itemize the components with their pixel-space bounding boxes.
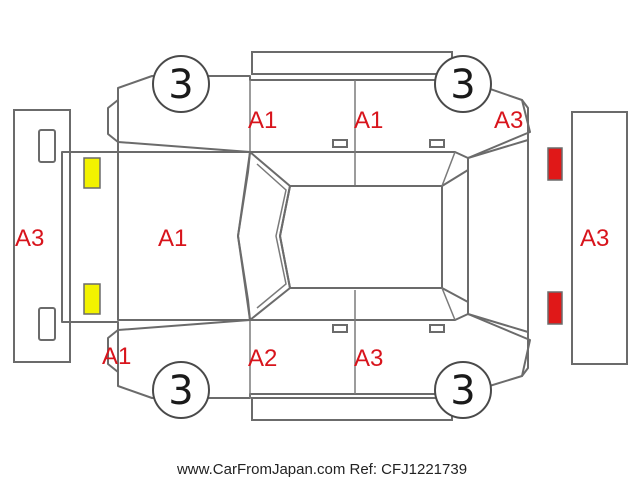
tire-front-left-circle (152, 55, 210, 113)
damage-code-front-door-top: A1 (248, 107, 277, 134)
tire-rear-left: 3 (434, 55, 492, 113)
front-lamp-top (83, 157, 101, 189)
front-bumper-slot-bottom (38, 307, 56, 341)
tire-front-right-grade: 3 (168, 368, 193, 414)
tire-front-left: 3 (152, 55, 210, 113)
tire-rear-left-grade: 3 (450, 62, 475, 108)
windshield-inner (256, 163, 287, 309)
damage-code-hood: A1 (158, 225, 187, 252)
tire-rear-right-grade: 3 (450, 368, 475, 414)
rear-window (441, 169, 469, 303)
damage-code-rear-top-corner: A3 (494, 107, 523, 134)
tire-rear-right-circle (434, 361, 492, 419)
door-handle-front-bottom (332, 324, 348, 333)
tire-front-right: 3 (152, 361, 210, 419)
tire-rear-left-circle (434, 55, 492, 113)
door-handle-rear-bottom (429, 324, 445, 333)
roof (279, 185, 443, 289)
rear-lamp-top (547, 147, 563, 181)
rear-lamp-bottom (547, 291, 563, 325)
rear-pillar-upper (441, 151, 456, 187)
roof-strip-top (251, 51, 453, 75)
damage-code-front-left-corner: A1 (102, 343, 131, 370)
rear-hatch (467, 139, 529, 333)
damage-code-front-door-bottom: A2 (248, 345, 277, 372)
damage-code-rear-bumper: A3 (580, 225, 609, 252)
body-outline (61, 75, 529, 399)
damage-code-rear-door-bottom: A3 (354, 345, 383, 372)
door-handle-front-top (332, 139, 348, 148)
tire-rear-right: 3 (434, 361, 492, 419)
damage-code-rear-door-top: A1 (354, 107, 383, 134)
windshield (237, 151, 291, 321)
rear-pillar-lower (441, 287, 456, 321)
footer-reference: www.CarFromJapan.com Ref: CFJ1221739 (176, 461, 467, 478)
tire-front-right-circle (152, 361, 210, 419)
tire-front-left-grade: 3 (168, 62, 193, 108)
front-lamp-bottom (83, 283, 101, 315)
damage-code-front-bumper: A3 (15, 225, 44, 252)
front-bumper-slot-top (38, 129, 56, 163)
rear-bumper (571, 111, 628, 365)
door-handle-rear-top (429, 139, 445, 148)
roof-strip-bottom (251, 397, 453, 421)
